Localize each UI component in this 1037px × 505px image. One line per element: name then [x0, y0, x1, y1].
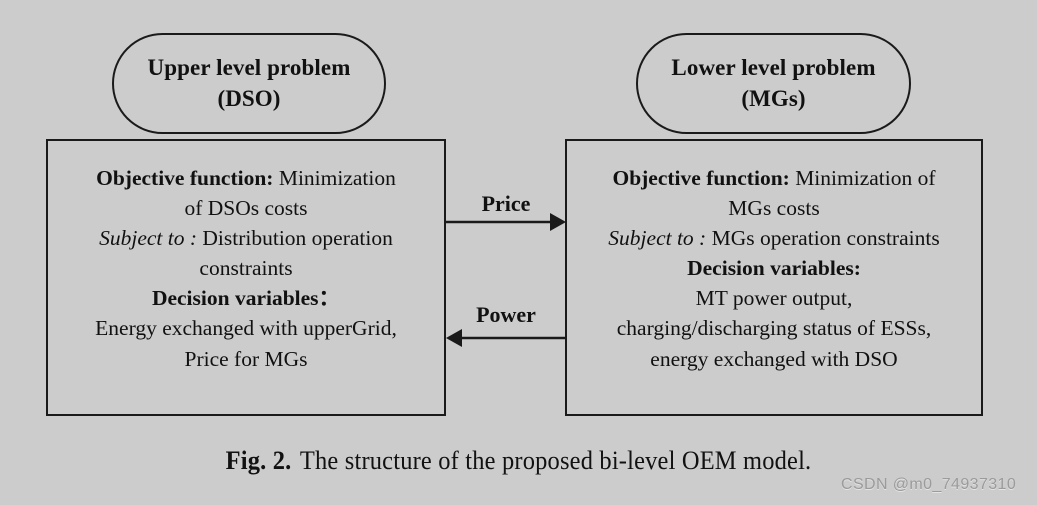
watermark-text: CSDN @m0_74937310 — [841, 476, 1017, 493]
lower-objective-line: Objective function: Minimization of — [567, 163, 981, 193]
lower-decision-value-line1: MT power output, — [695, 286, 853, 311]
upper-subject-line: Subject to : Distribution operation — [48, 223, 444, 253]
arrow-price — [446, 213, 566, 231]
node-lower-level-problem: Lower level problem (MGs) — [636, 33, 911, 134]
lower-decision-label: Decision variables: — [687, 256, 861, 281]
figure-caption-text: The structure of the proposed bi-level O… — [299, 446, 812, 475]
box-upper-level-details: Objective function: Minimization of DSOs… — [46, 139, 446, 416]
upper-subject-value: Distribution operation — [197, 226, 393, 251]
box-lower-level-details: Objective function: Minimization of MGs … — [565, 139, 983, 416]
node-lower-title-line2: (MGs) — [741, 85, 806, 111]
lower-subject-line: Subject to : MGs operation constraints — [567, 223, 981, 253]
lower-decision-value-line2: charging/discharging status of ESSs, — [616, 316, 932, 341]
node-upper-title-line2: (DSO) — [217, 85, 281, 111]
arrow-label-power: Power — [476, 302, 536, 327]
upper-decision-value-line1: Energy exchanged with upperGrid, — [95, 316, 397, 341]
lower-objective-label: Objective function: — [612, 166, 790, 190]
upper-objective-value: Minimization — [273, 166, 396, 190]
upper-objective-line-cont: of DSOs costs — [184, 196, 308, 221]
node-lower-title-line1: Lower level problem — [671, 55, 876, 81]
upper-subject-line-cont: constraints — [199, 256, 293, 281]
figure-caption-number: Fig. 2. — [225, 446, 292, 475]
upper-decision-label: Decision variables： — [151, 286, 341, 311]
upper-subject-label: Subject to : — [99, 226, 198, 251]
lower-objective-value: Minimization of — [789, 166, 936, 190]
lower-subject-label: Subject to : — [608, 226, 707, 251]
figure-caption: Fig. 2.The structure of the proposed bi-… — [31, 446, 1006, 476]
upper-objective-label: Objective function: — [96, 166, 274, 190]
lower-decision-value-line3: energy exchanged with DSO — [650, 346, 898, 371]
node-upper-level-problem: Upper level problem (DSO) — [112, 33, 386, 134]
upper-objective-line: Objective function: Minimization — [48, 163, 444, 193]
arrow-power — [446, 329, 566, 347]
arrow-label-price: Price — [481, 191, 531, 216]
upper-decision-value-line2: Price for MGs — [184, 346, 308, 371]
lower-objective-line-cont: MGs costs — [728, 196, 820, 221]
node-upper-title-line1: Upper level problem — [147, 55, 351, 81]
lower-subject-value: MGs operation constraints — [706, 226, 940, 251]
